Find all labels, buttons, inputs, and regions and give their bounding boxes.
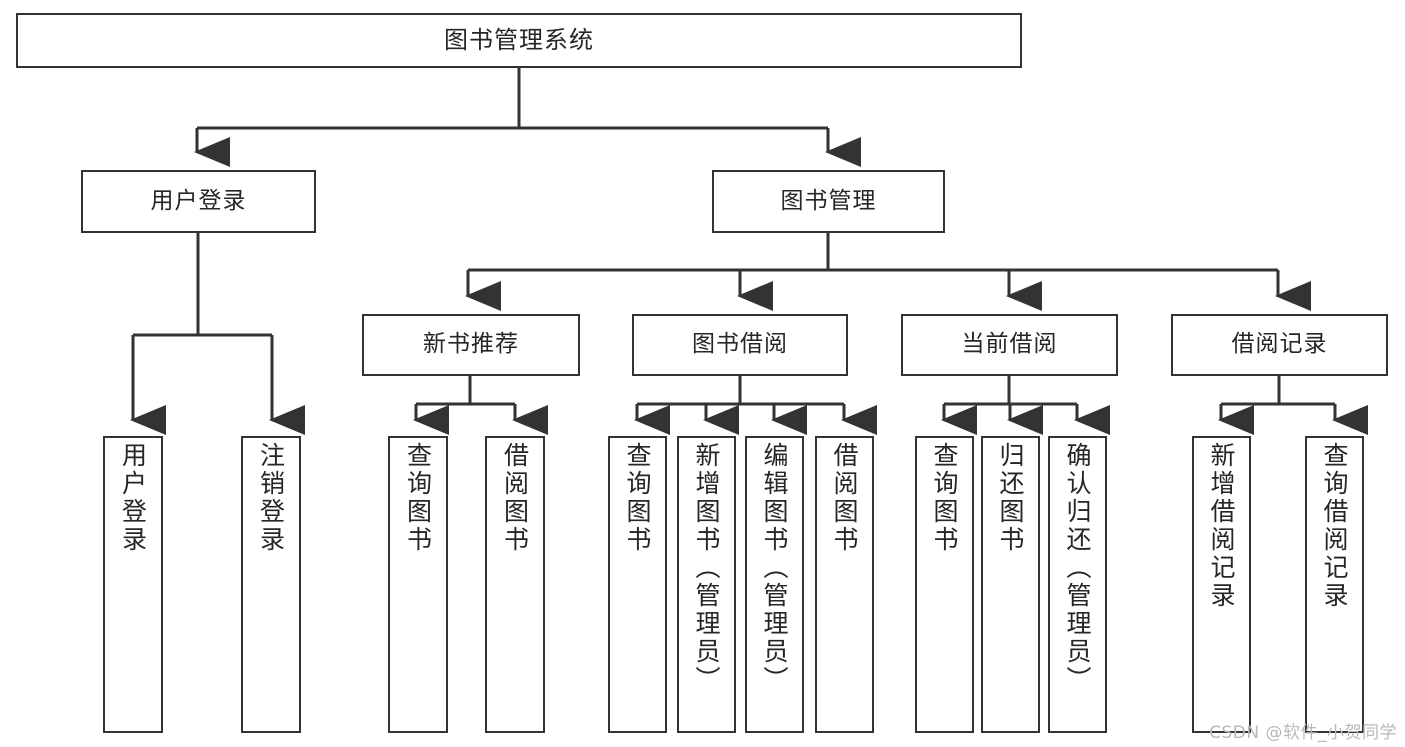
leaf-borrow-add-book-admin[interactable]: 新增图书（管理员） [677, 436, 736, 733]
leaf-records-query-record[interactable]: 查询借阅记录 [1305, 436, 1364, 733]
leaf-user-login-login[interactable]: 用户登录 [103, 436, 163, 733]
leaf-borrow-edit-book-admin[interactable]: 编辑图书（管理员） [745, 436, 804, 733]
node-label: 编辑图书（管理员） [760, 442, 789, 694]
node-book-borrow[interactable]: 图书借阅 [632, 314, 848, 376]
node-label: 确认归还（管理员） [1063, 442, 1092, 694]
node-label: 图书管理 [780, 187, 877, 214]
node-new-book-recommend[interactable]: 新书推荐 [362, 314, 580, 376]
node-label: 新增图书（管理员） [692, 442, 721, 694]
watermark: CSDN @软件_小贺同学 [1209, 723, 1397, 743]
node-borrow-records[interactable]: 借阅记录 [1171, 314, 1388, 376]
leaf-current-return-book[interactable]: 归还图书 [981, 436, 1040, 733]
leaf-new-book-query[interactable]: 查询图书 [388, 436, 448, 733]
node-label: 查询图书 [403, 442, 433, 554]
node-label: 查询图书 [623, 442, 652, 554]
leaf-new-book-borrow[interactable]: 借阅图书 [485, 436, 545, 733]
node-label: 图书管理系统 [444, 26, 594, 55]
node-label: 注销登录 [256, 442, 286, 554]
node-label: 借阅图书 [830, 442, 859, 554]
node-label: 查询图书 [930, 442, 959, 554]
node-label: 新增借阅记录 [1207, 442, 1236, 610]
leaf-user-login-logout[interactable]: 注销登录 [241, 436, 301, 733]
node-label: 用户登录 [150, 187, 247, 214]
leaf-borrow-borrow-book[interactable]: 借阅图书 [815, 436, 874, 733]
node-label: 新书推荐 [423, 331, 519, 358]
leaf-current-confirm-return-admin[interactable]: 确认归还（管理员） [1048, 436, 1107, 733]
node-label: 用户登录 [118, 442, 148, 554]
node-label: 查询借阅记录 [1320, 442, 1349, 610]
node-book-management[interactable]: 图书管理 [712, 170, 945, 233]
leaf-records-add-record[interactable]: 新增借阅记录 [1192, 436, 1251, 733]
leaf-current-query-book[interactable]: 查询图书 [915, 436, 974, 733]
node-label: 借阅图书 [500, 442, 530, 554]
node-label: 归还图书 [996, 442, 1025, 554]
node-label: 当前借阅 [961, 331, 1058, 358]
node-label: 图书借阅 [692, 331, 788, 358]
node-label: 借阅记录 [1231, 331, 1328, 358]
node-current-borrow[interactable]: 当前借阅 [901, 314, 1118, 376]
node-user-login[interactable]: 用户登录 [81, 170, 316, 233]
node-root-system[interactable]: 图书管理系统 [16, 13, 1022, 68]
leaf-borrow-query-book[interactable]: 查询图书 [608, 436, 667, 733]
